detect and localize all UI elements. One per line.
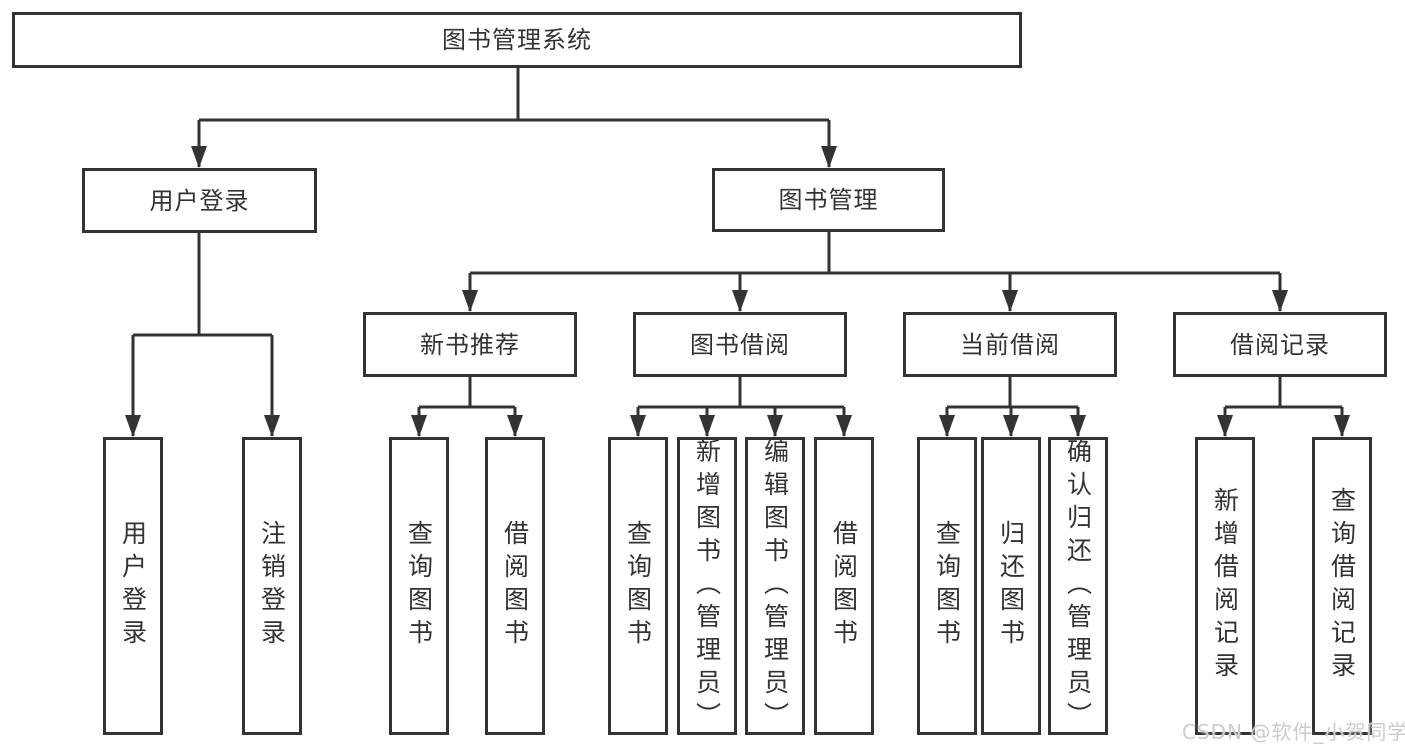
- node-current-borrow-label: 当前借阅: [960, 330, 1060, 359]
- node-borrow-records: 借阅记录: [1173, 312, 1387, 377]
- leaf-records-add-label: 新增借阅记录: [1210, 487, 1240, 685]
- node-book-mgmt: 图书管理: [712, 168, 945, 232]
- leaf-records-add: 新增借阅记录: [1195, 437, 1255, 735]
- leaf-logout: 注销登录: [242, 437, 302, 735]
- leaf-borrow-query-label: 查询图书: [623, 520, 653, 652]
- node-user-login-label: 用户登录: [149, 186, 250, 215]
- node-current-borrow: 当前借阅: [903, 312, 1117, 377]
- node-new-books: 新书推荐: [363, 312, 577, 377]
- leaf-records-query: 查询借阅记录: [1312, 437, 1372, 735]
- leaf-newbooks-borrow-label: 借阅图书: [500, 520, 530, 652]
- leaf-borrow-add-admin: 新增图书（管理员）: [677, 437, 737, 735]
- leaf-borrow-borrow-label: 借阅图书: [829, 520, 859, 652]
- node-borrow: 图书借阅: [633, 312, 847, 377]
- leaf-newbooks-borrow: 借阅图书: [485, 437, 545, 735]
- leaf-user-login: 用户登录: [103, 437, 163, 735]
- leaf-borrow-edit-admin-label: 编辑图书（管理员）: [760, 437, 790, 735]
- node-book-mgmt-label: 图书管理: [778, 186, 879, 214]
- leaf-records-query-label: 查询借阅记录: [1327, 487, 1357, 685]
- leaf-logout-label: 注销登录: [257, 520, 287, 652]
- leaf-current-query: 查询图书: [917, 437, 977, 735]
- node-user-login: 用户登录: [82, 168, 317, 233]
- leaf-borrow-query: 查询图书: [608, 437, 668, 735]
- leaf-newbooks-query: 查询图书: [389, 437, 449, 735]
- leaf-borrow-add-admin-label: 新增图书（管理员）: [692, 437, 722, 735]
- leaf-current-return: 归还图书: [981, 437, 1041, 735]
- leaf-newbooks-query-label: 查询图书: [404, 520, 434, 652]
- watermark: CSDN @软件_小贺同学: [1182, 720, 1405, 744]
- node-borrow-records-label: 借阅记录: [1230, 330, 1330, 359]
- leaf-current-confirm-admin-label: 确认归还（管理员）: [1063, 437, 1093, 735]
- leaf-borrow-edit-admin: 编辑图书（管理员）: [745, 437, 805, 735]
- leaf-current-confirm-admin: 确认归还（管理员）: [1048, 437, 1108, 735]
- node-new-books-label: 新书推荐: [420, 330, 520, 359]
- node-borrow-label: 图书借阅: [690, 330, 790, 359]
- leaf-borrow-borrow: 借阅图书: [814, 437, 874, 735]
- leaf-current-return-label: 归还图书: [996, 520, 1026, 652]
- leaf-current-query-label: 查询图书: [932, 520, 962, 652]
- node-root-label: 图书管理系统: [442, 26, 592, 54]
- node-root: 图书管理系统: [12, 12, 1022, 68]
- leaf-user-login-label: 用户登录: [118, 520, 148, 652]
